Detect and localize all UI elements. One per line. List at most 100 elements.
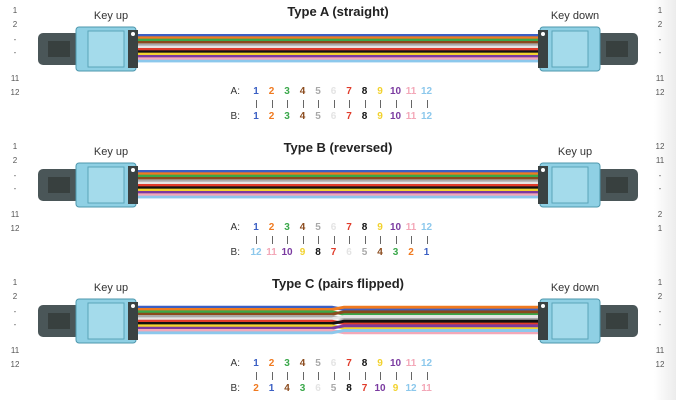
row-b-fiber-number: 2 (268, 111, 275, 122)
fiber-connection-bar (364, 372, 366, 380)
left-fiber-position: - (13, 48, 17, 57)
fiber-connection-bar (318, 100, 319, 108)
row-a-fiber-number: 10 (389, 222, 402, 233)
row-a-fiber-number: 6 (330, 358, 337, 369)
fiber-line-6 (136, 315, 540, 321)
row-b-fiber-number: 10 (389, 111, 402, 122)
fiber-line-8 (136, 186, 540, 190)
fiber-line-12 (136, 329, 540, 335)
left-fiber-position: 11 (10, 346, 20, 355)
fiber-connection-bar (318, 372, 319, 380)
row-a-fiber-number: 9 (377, 222, 383, 233)
key-left-label: Key up (93, 146, 129, 158)
row-b-fiber-number: 6 (346, 247, 352, 258)
row-b-fiber-number: 10 (374, 383, 386, 394)
row-a-fiber-number: 2 (268, 222, 275, 233)
row-a-fiber-number: 4 (299, 86, 306, 97)
row-a-fiber-number: 6 (330, 86, 337, 97)
left-fiber-position: 1 (12, 6, 18, 15)
fiber-connection-bar (380, 100, 381, 108)
fiber-line-8 (136, 319, 540, 325)
left-fiber-position: 11 (10, 210, 20, 219)
right-fiber-position: 12 (655, 88, 665, 97)
fiber-connection-bar (302, 100, 304, 108)
row-b-fiber-number: 4 (299, 111, 306, 122)
row-a-fiber-number: 11 (405, 222, 417, 233)
row-b-label: B: (230, 111, 240, 122)
row-b-fiber-number: 1 (253, 111, 259, 122)
row-b-fiber-number: 12 (405, 383, 417, 394)
fiber-connection-bar (349, 236, 350, 244)
row-b-fiber-number: 2 (253, 383, 259, 394)
key-right-label: Key up (557, 146, 593, 158)
row-a-fiber-number: 3 (284, 358, 290, 369)
fiber-line-2 (136, 172, 540, 176)
fiber-connection-bar (333, 100, 335, 108)
fiber-connection-bar (318, 236, 319, 244)
fiber-connection-bar (349, 100, 350, 108)
fiber-connection-bar (256, 236, 257, 244)
fiber-line-11 (136, 57, 540, 61)
fiber-connection-bar (395, 100, 397, 108)
left-fiber-position: 11 (10, 74, 20, 83)
mpo-cable-drawing (38, 162, 638, 208)
fiber-connection-bar (287, 372, 288, 380)
row-b-label: B: (230, 247, 240, 258)
right-mpo-connector (538, 298, 638, 344)
row-a-fiber-number: 3 (284, 86, 290, 97)
row-b-fiber-number: 6 (330, 111, 337, 122)
row-b-fiber-number: 2 (408, 247, 414, 258)
row-a-label: A: (230, 86, 240, 97)
row-a-fiber-number: 8 (361, 222, 368, 233)
fiber-line-11 (136, 193, 540, 197)
fiber-connection-bar (349, 372, 350, 380)
fiber-connection-bar (271, 372, 273, 380)
left-fiber-position: 12 (10, 88, 20, 97)
row-a-fiber-number: 7 (346, 86, 352, 97)
row-b-fiber-number: 12 (250, 247, 262, 258)
fiber-connection-bar (302, 372, 304, 380)
fiber-connection-bar (426, 372, 428, 380)
right-fiber-position: 12 (655, 142, 665, 151)
row-a-fiber-number: 12 (420, 222, 433, 233)
mpo-cable-drawing (38, 26, 638, 72)
row-a-fiber-number: 12 (420, 86, 433, 97)
fiber-connection-bar (426, 100, 428, 108)
fiber-connection-bar (364, 236, 366, 244)
row-a-fiber-number: 9 (377, 86, 383, 97)
fiber-connection-bar (333, 236, 335, 244)
row-b-fiber-number: 1 (423, 247, 430, 258)
right-fiber-position: 2 (657, 20, 663, 29)
fiber-line-1 (136, 34, 540, 37)
right-fiber-position: 11 (655, 74, 665, 83)
row-a-label: A: (230, 222, 240, 233)
right-fiber-position: - (658, 307, 662, 316)
row-a-fiber-number: 2 (268, 86, 275, 97)
fiber-line-4 (136, 177, 540, 180)
right-fiber-position: 2 (657, 210, 663, 219)
row-a-fiber-number: 7 (346, 222, 352, 233)
fiber-connection-bar (411, 236, 412, 244)
row-b-fiber-number: 3 (392, 247, 399, 258)
fiber-line-3 (136, 174, 540, 178)
fiber-line-9 (136, 188, 540, 192)
right-mpo-connector (538, 162, 638, 208)
row-b-fiber-number: 5 (361, 247, 368, 258)
row-b-fiber-number: 7 (330, 247, 337, 258)
left-fiber-position: - (13, 171, 17, 180)
row-a-fiber-number: 7 (346, 358, 352, 369)
right-fiber-position: 11 (655, 346, 665, 355)
fiber-line-3 (136, 38, 540, 42)
fiber-connection-bar (380, 236, 381, 244)
row-b-label: B: (230, 383, 240, 394)
right-fiber-position: 1 (657, 6, 663, 15)
key-left-label: Key up (93, 282, 129, 294)
fiber-connection-bar (395, 236, 397, 244)
left-mpo-connector (38, 298, 138, 344)
row-a-fiber-number: 1 (253, 222, 259, 233)
fiber-connection-bar (287, 236, 288, 244)
row-a-fiber-number: 6 (330, 222, 337, 233)
row-a-fiber-number: 11 (405, 358, 417, 369)
